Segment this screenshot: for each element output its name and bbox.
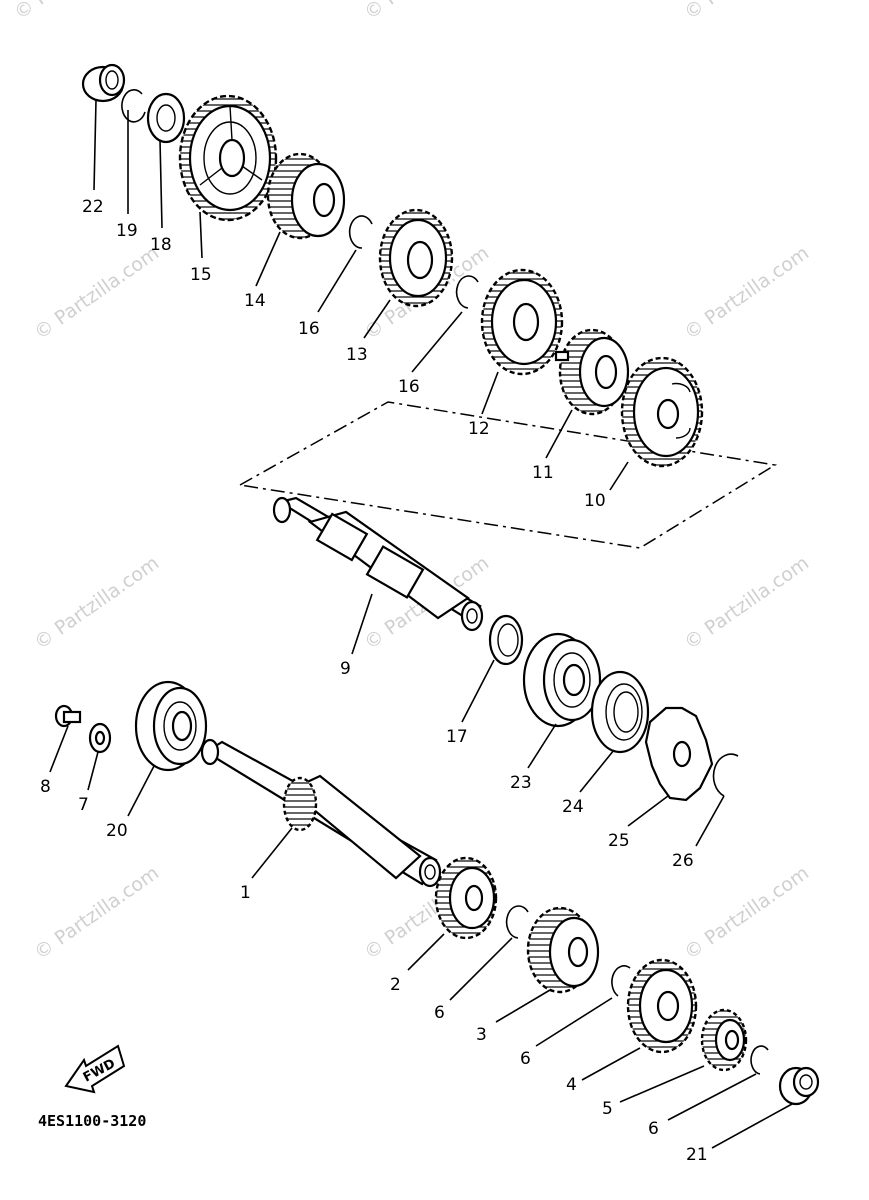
callout-23[interactable]: 23	[510, 773, 532, 793]
part-8-bolt[interactable]	[54, 704, 82, 728]
callout-16[interactable]: 16	[298, 319, 320, 339]
part-6-circlip[interactable]	[750, 1045, 769, 1075]
callout-16[interactable]: 16	[398, 377, 420, 397]
fwd-arrow-icon: FWD	[64, 1044, 126, 1094]
leader-lines	[49, 99, 793, 1149]
callout-6[interactable]: 6	[648, 1119, 659, 1139]
callout-labels: 22 19 18 15 14 16 13 16 12 11 10 9 17 23…	[40, 197, 708, 1165]
part-1-main-axle[interactable]	[200, 738, 442, 888]
callout-17[interactable]: 17	[446, 727, 468, 747]
assembly-outline	[237, 401, 778, 549]
part-19-circlip[interactable]	[121, 89, 146, 123]
part-16-circlip[interactable]	[455, 275, 479, 309]
callout-9[interactable]: 9	[340, 659, 351, 679]
callout-25[interactable]: 25	[608, 831, 630, 851]
part-3-gear[interactable]	[526, 906, 600, 994]
callout-6[interactable]: 6	[520, 1049, 531, 1069]
watermark: © Partzilla.com	[30, 242, 163, 344]
part-26-circlip[interactable]	[712, 753, 739, 797]
part-6-circlip[interactable]	[611, 965, 631, 997]
callout-15[interactable]: 15	[190, 265, 212, 285]
callout-19[interactable]: 19	[116, 221, 138, 241]
part-6-circlip[interactable]	[505, 905, 529, 939]
part-24-oil-seal[interactable]	[590, 670, 650, 754]
part-13-gear[interactable]	[378, 208, 454, 308]
watermark: © Partzilla.com	[680, 0, 813, 24]
callout-11[interactable]: 11	[532, 463, 554, 483]
part-11-gear[interactable]	[554, 328, 630, 416]
part-18-washer[interactable]	[146, 92, 186, 144]
callout-1[interactable]: 1	[240, 883, 251, 903]
callout-22[interactable]: 22	[82, 197, 104, 217]
part-9-drive-axle[interactable]	[272, 496, 484, 632]
part-2-gear[interactable]	[434, 856, 498, 940]
part-25-drive-sprocket[interactable]	[644, 706, 714, 802]
callout-7[interactable]: 7	[78, 795, 89, 815]
watermark: © Partzilla.com	[10, 0, 143, 24]
part-14-gear[interactable]	[266, 152, 346, 240]
callout-3[interactable]: 3	[476, 1025, 487, 1045]
part-15-gear[interactable]	[178, 94, 278, 222]
watermark: © Partzilla.com	[360, 0, 493, 24]
callout-24[interactable]: 24	[562, 797, 584, 817]
part-4-gear[interactable]	[626, 958, 698, 1054]
callout-14[interactable]: 14	[244, 291, 266, 311]
diagram-code: 4ES1100-3120	[38, 1112, 146, 1130]
part-16-circlip[interactable]	[348, 215, 373, 249]
watermark: © Partzilla.com	[680, 242, 813, 344]
watermark: © Partzilla.com	[30, 552, 163, 654]
callout-13[interactable]: 13	[346, 345, 368, 365]
callout-5[interactable]: 5	[602, 1099, 613, 1119]
callout-2[interactable]: 2	[390, 975, 401, 995]
part-20-bearing[interactable]	[134, 680, 208, 772]
part-5-gear[interactable]	[700, 1008, 748, 1072]
part-21-collar[interactable]	[778, 1066, 820, 1106]
callout-20[interactable]: 20	[106, 821, 128, 841]
callout-8[interactable]: 8	[40, 777, 51, 797]
watermark: © Partzilla.com	[680, 862, 813, 964]
part-23-bearing[interactable]	[522, 632, 602, 728]
callout-12[interactable]: 12	[468, 419, 490, 439]
callout-21[interactable]: 21	[686, 1145, 708, 1165]
part-17-washer[interactable]	[488, 614, 524, 666]
part-10-gear[interactable]	[620, 356, 704, 468]
callout-6[interactable]: 6	[434, 1003, 445, 1023]
callout-10[interactable]: 10	[584, 491, 606, 511]
part-7-washer[interactable]	[88, 722, 112, 754]
callout-26[interactable]: 26	[672, 851, 694, 871]
watermark-group: © Partzilla.com © Partzilla.com © Partzi…	[10, 0, 813, 964]
watermark: © Partzilla.com	[680, 552, 813, 654]
part-12-gear[interactable]	[480, 268, 564, 376]
watermark: © Partzilla.com	[30, 862, 163, 964]
part-22-needle-bearing[interactable]	[81, 63, 126, 103]
callout-18[interactable]: 18	[150, 235, 172, 255]
callout-4[interactable]: 4	[566, 1075, 577, 1095]
